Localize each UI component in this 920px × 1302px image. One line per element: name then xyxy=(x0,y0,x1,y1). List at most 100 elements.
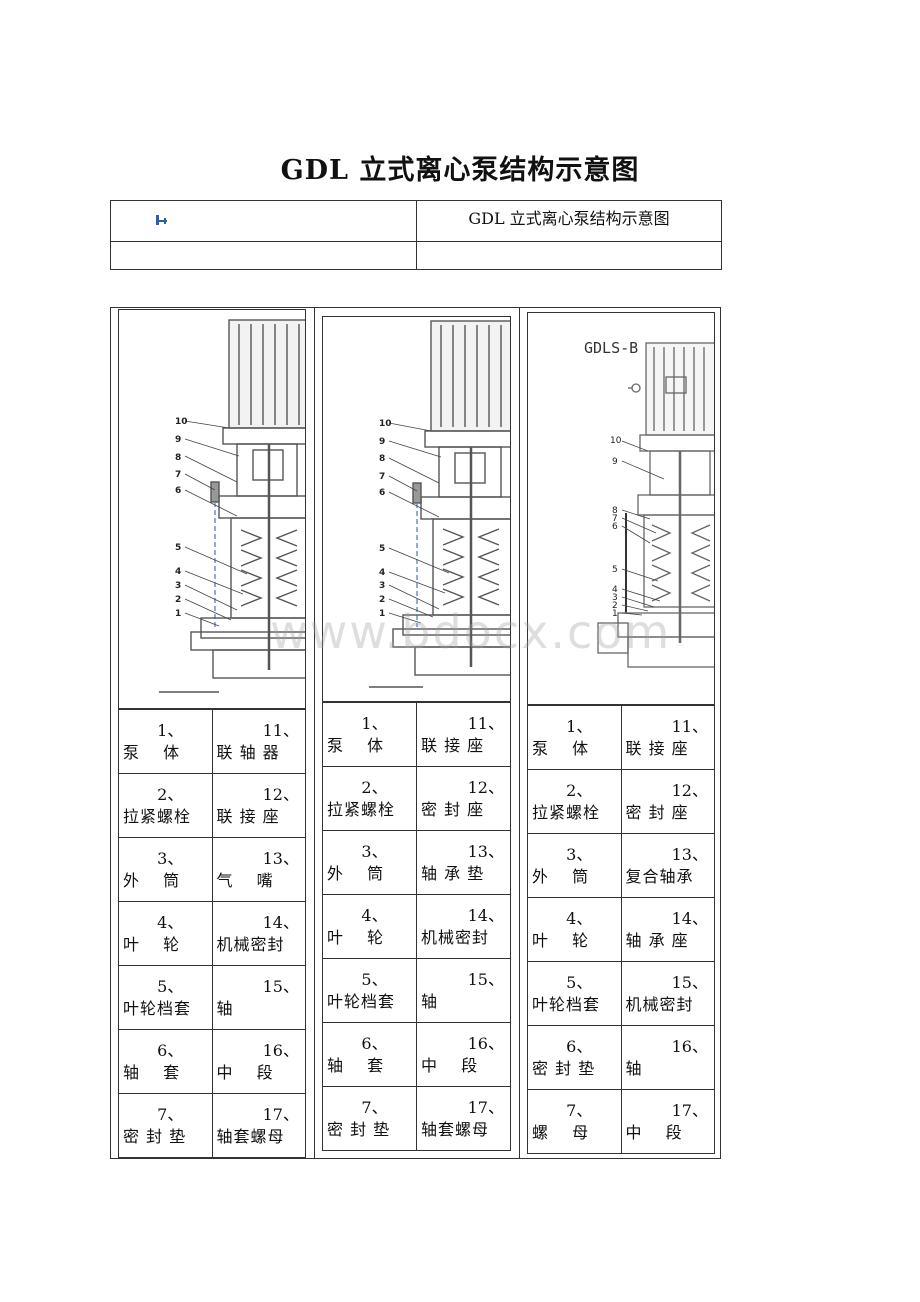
part-number: 4、 xyxy=(157,912,184,932)
part-cell: 2、拉紧螺栓 xyxy=(322,766,417,831)
part-number: 7、 xyxy=(157,1104,184,1124)
drawing-label: 8 xyxy=(175,453,181,463)
part-name: 拉紧螺栓 xyxy=(532,802,601,822)
part-name: 联 接 座 xyxy=(216,806,280,826)
part-name: 轴 xyxy=(625,1058,643,1078)
part-cell: 15、轴 xyxy=(211,965,306,1030)
drawing-label: 1 xyxy=(175,609,181,619)
part-cell: 7、密 封 垫 xyxy=(322,1086,417,1151)
drawing-label: 3 xyxy=(612,593,618,603)
part-name: 气 嘴 xyxy=(216,870,274,890)
drawing-label: 8 xyxy=(379,454,385,464)
part-name: 机械密封 xyxy=(625,994,694,1014)
table-row: 2、拉紧螺栓 12、密 封 座 xyxy=(527,769,715,834)
part-cell: 4、叶 轮 xyxy=(118,901,213,966)
part-cell: 5、叶轮档套 xyxy=(118,965,213,1030)
part-number: 13、 xyxy=(262,848,299,868)
part-number: 4、 xyxy=(566,908,593,928)
drawing-label: 7 xyxy=(175,470,181,480)
pump-diagram-image-2: 10 9 8 7 6 5 4 3 2 1 xyxy=(369,320,510,688)
drawing-label: 1 xyxy=(612,609,618,619)
pump-drawing-1: 10 9 8 7 6 5 4 3 2 1 xyxy=(118,309,306,709)
part-cell: 13、复合轴承 xyxy=(620,833,715,898)
part-number: 13、 xyxy=(467,841,504,861)
part-name: 叶 轮 xyxy=(123,934,181,954)
part-number: 15、 xyxy=(671,972,708,992)
table-row: 7、密 封 垫 17、轴套螺母 xyxy=(322,1086,511,1151)
part-number: 5、 xyxy=(566,972,593,992)
part-cell: 3、外 筒 xyxy=(322,830,417,895)
part-number: 14、 xyxy=(467,905,504,925)
part-name: 机械密封 xyxy=(216,934,285,954)
part-number: 6、 xyxy=(566,1036,593,1056)
pump-diagram-image-3: GDLS-B xyxy=(584,339,714,668)
part-number: 12、 xyxy=(467,777,504,797)
part-number: 6、 xyxy=(157,1040,184,1060)
part-cell: 4、叶 轮 xyxy=(527,897,622,962)
part-number: 7、 xyxy=(361,1097,388,1117)
column-3: GDLS-B xyxy=(519,308,722,1158)
part-cell: 14、轴 承 座 xyxy=(620,897,715,962)
part-number: 17、 xyxy=(262,1104,299,1124)
drawing-label: 9 xyxy=(175,435,181,445)
part-name: 拉紧螺栓 xyxy=(123,806,192,826)
part-name: 轴 承 座 xyxy=(625,930,689,950)
part-number: 17、 xyxy=(467,1097,504,1117)
part-name: 复合轴承 xyxy=(625,866,694,886)
part-cell: 7、密 封 垫 xyxy=(118,1093,213,1158)
part-name: 中 段 xyxy=(216,1062,274,1082)
drawing-label: 7 xyxy=(379,472,385,482)
pump-drawing-3: GDLS-B xyxy=(527,312,715,705)
part-number: 1、 xyxy=(157,720,184,740)
part-number: 2、 xyxy=(566,780,593,800)
part-number: 3、 xyxy=(361,841,388,861)
part-number: 1、 xyxy=(361,713,388,733)
part-cell: 17、中 段 xyxy=(620,1089,715,1154)
part-cell: 3、外 筒 xyxy=(527,833,622,898)
part-name: 叶轮档套 xyxy=(532,994,601,1014)
part-cell: 15、轴 xyxy=(416,958,511,1023)
part-cell: 12、密 封 座 xyxy=(620,769,715,834)
part-number: 5、 xyxy=(157,976,184,996)
drawing-label: 10 xyxy=(610,436,622,446)
part-number: 14、 xyxy=(671,908,708,928)
table-row: 6、轴 套 16、中 段 xyxy=(118,1029,306,1094)
header-empty-cell xyxy=(416,241,722,270)
part-name: 密 封 垫 xyxy=(532,1058,596,1078)
part-name: 中 段 xyxy=(421,1055,479,1075)
part-cell: 1、泵 体 xyxy=(322,702,417,767)
drawing-label: 4 xyxy=(379,568,385,578)
part-cell: 11、联 接 座 xyxy=(416,702,511,767)
part-cell: 11、联 接 座 xyxy=(620,705,715,770)
part-name: 螺 母 xyxy=(532,1122,590,1142)
part-name: 轴 套 xyxy=(123,1062,181,1082)
part-number: 7、 xyxy=(566,1100,593,1120)
drawing-label: 5 xyxy=(612,565,618,575)
pump-diagram-image-1: 10 9 8 7 6 5 4 3 2 1 xyxy=(159,319,305,693)
part-number: 16、 xyxy=(262,1040,299,1060)
drawing-label: 1 xyxy=(379,609,385,619)
part-cell: 6、轴 套 xyxy=(118,1029,213,1094)
part-cell: 14、机械密封 xyxy=(211,901,306,966)
part-name: 叶 轮 xyxy=(327,927,385,947)
part-name: 密 封 座 xyxy=(421,799,485,819)
drawing-label: 7 xyxy=(612,514,618,524)
part-number: 11、 xyxy=(467,713,504,733)
part-name: 轴 承 垫 xyxy=(421,863,485,883)
part-number: 13、 xyxy=(671,844,708,864)
part-number: 15、 xyxy=(262,976,299,996)
part-name: 轴套螺母 xyxy=(421,1119,490,1139)
part-number: 4、 xyxy=(361,905,388,925)
part-number: 16、 xyxy=(467,1033,504,1053)
